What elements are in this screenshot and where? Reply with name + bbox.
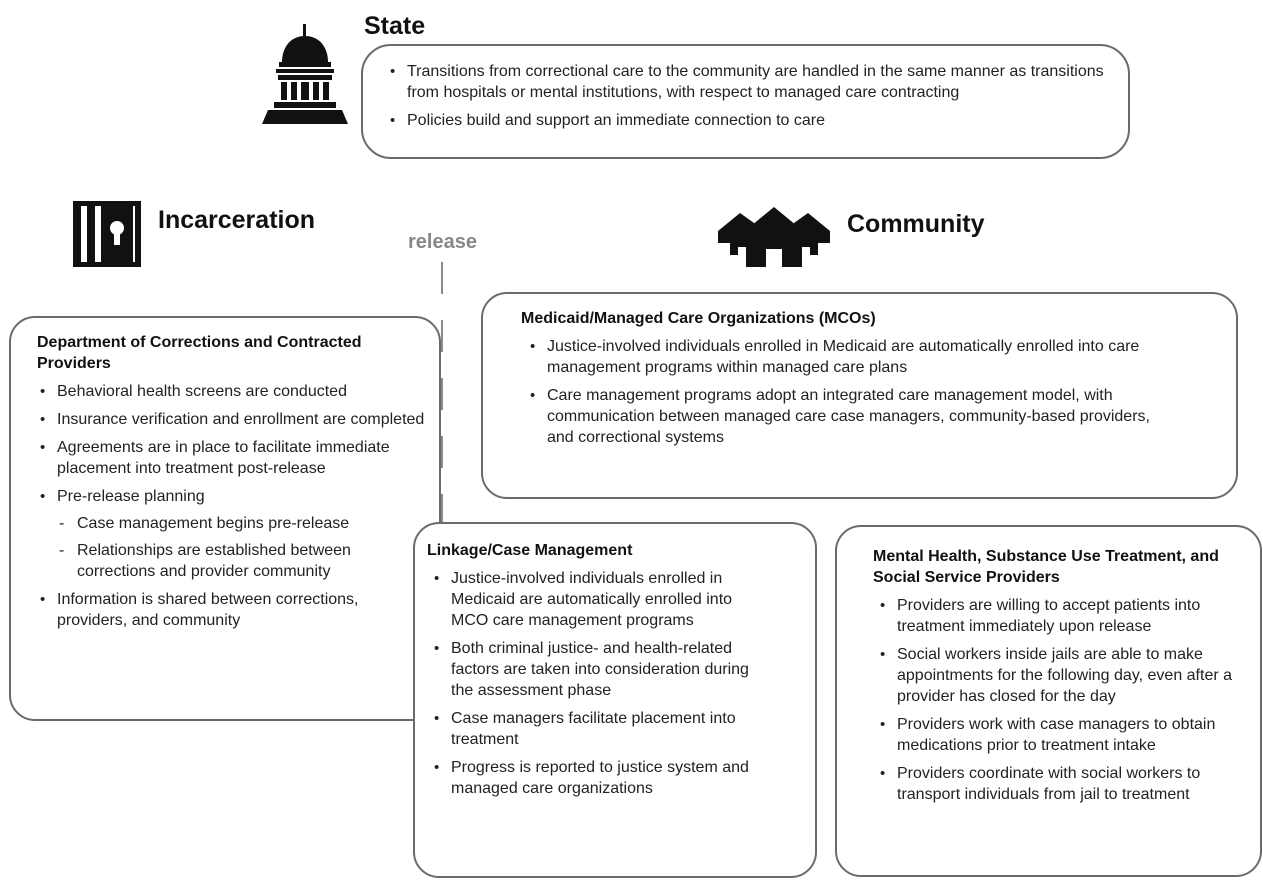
mco-title: Medicaid/Managed Care Organizations (MCO…: [521, 310, 876, 327]
providers-title: Mental Health, Substance Use Treatment, …: [873, 548, 1219, 586]
corrections-box: Department of Corrections and Contracted…: [9, 316, 441, 721]
list-item: Information is shared between correction…: [37, 589, 425, 631]
list-item: Behavioral health screens are conducted: [37, 381, 425, 402]
state-title: State: [364, 12, 426, 40]
providers-box: Mental Health, Substance Use Treatment, …: [835, 525, 1262, 877]
list-item: Policies build and support an immediate …: [387, 110, 1108, 131]
list-item: Providers work with case managers to obt…: [877, 714, 1246, 756]
list-item: Providers coordinate with social workers…: [877, 763, 1246, 805]
list-item: Care management programs adopt an integr…: [527, 385, 1206, 448]
list-item: Justice-involved individuals enrolled in…: [527, 336, 1206, 378]
linkage-title: Linkage/Case Management: [427, 542, 633, 559]
houses-icon: [718, 207, 830, 267]
list-item: Case managers facilitate placement into …: [431, 708, 769, 750]
list-item: Justice-involved individuals enrolled in…: [431, 568, 769, 631]
list-item: Insurance verification and enrollment ar…: [37, 409, 425, 430]
community-title: Community: [847, 210, 985, 238]
list-item: Progress is reported to justice system a…: [431, 757, 769, 799]
list-item: Pre-release planning: [37, 486, 425, 507]
list-item: Agreements are in place to facilitate im…: [37, 437, 425, 479]
linkage-box: Linkage/Case Management Justice-involved…: [413, 522, 817, 878]
list-item: Social workers inside jails are able to …: [877, 644, 1246, 707]
state-box: Transitions from correctional care to th…: [361, 44, 1130, 159]
incarceration-title: Incarceration: [158, 206, 316, 234]
sub-list-item: Relationships are established between co…: [37, 540, 425, 582]
sub-list-item: Case management begins pre-release: [37, 513, 425, 534]
list-item: Providers are willing to accept patients…: [877, 595, 1246, 637]
list-item: Transitions from correctional care to th…: [387, 61, 1108, 103]
corrections-title: Department of Corrections and Contracted…: [37, 334, 362, 372]
jail-icon: [73, 201, 141, 267]
list-item: Both criminal justice- and health-relate…: [431, 638, 769, 701]
mco-box: Medicaid/Managed Care Organizations (MCO…: [481, 292, 1238, 499]
capitol-icon: [262, 24, 348, 128]
release-label: release: [408, 231, 477, 253]
